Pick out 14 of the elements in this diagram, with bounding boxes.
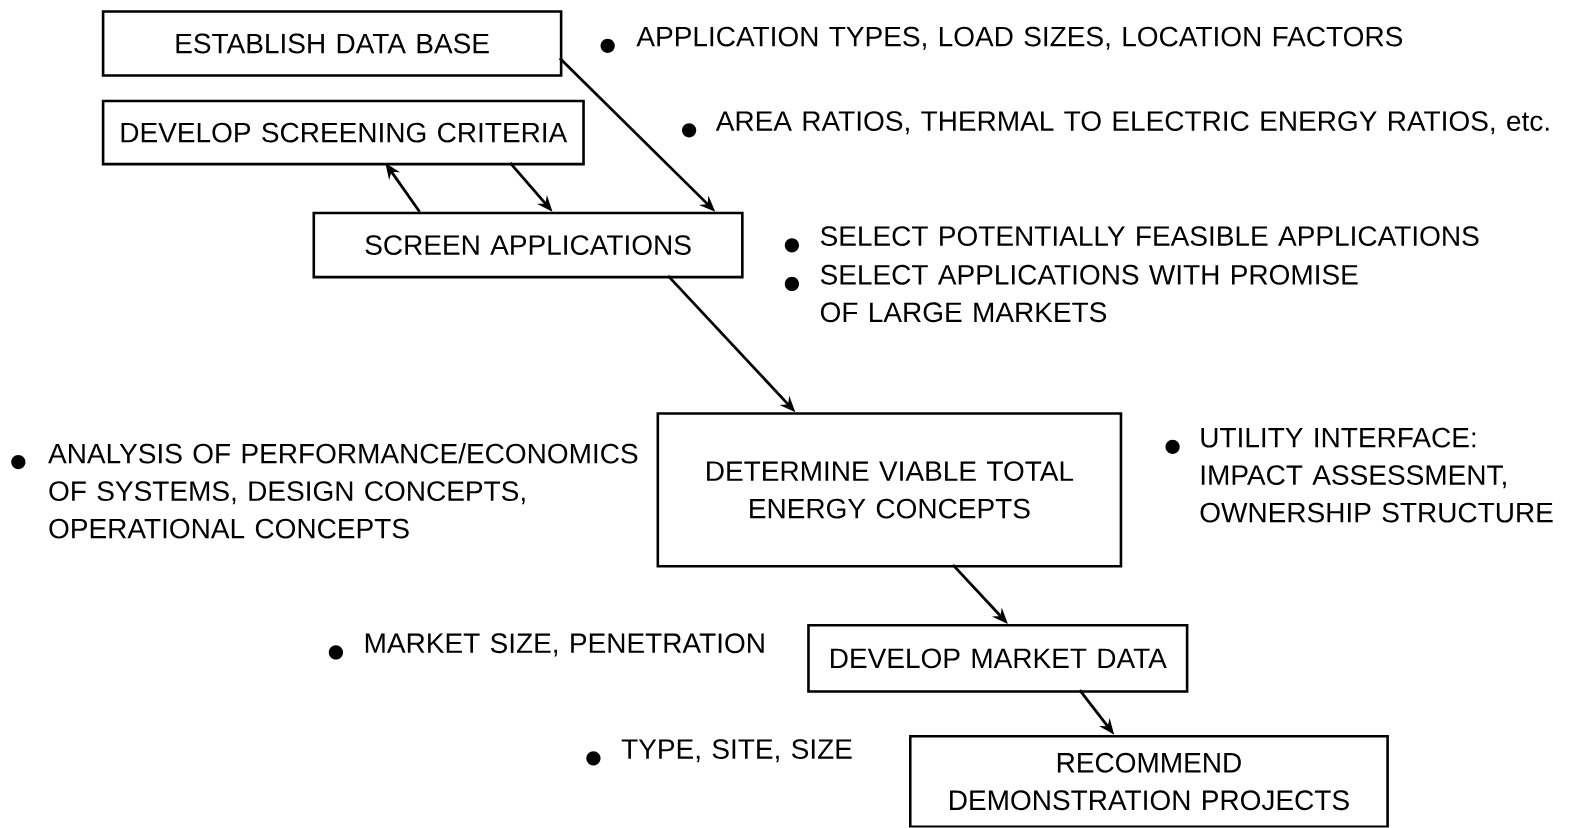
process-box: DEVELOP SCREENING CRITERIA xyxy=(101,100,585,166)
note-text: TYPE, SITE, SIZE xyxy=(621,739,852,763)
process-box: RECOMMEND DEMONSTRATION PROJECTS xyxy=(908,735,1389,828)
note-text: ANALYSIS OF PERFORMANCE/ECONOMICS OF SYSTEMS, DESIGN CONCEPTS, OPERATIONAL CONCEPTS xyxy=(48,443,638,539)
note-text: APPLICATION TYPES, LOAD SIZES, LOCATION FACTORS xyxy=(636,26,1403,51)
note-text: MARKET SIZE, PENETRATION xyxy=(365,633,764,657)
note-text: SELECT APPLICATIONS WITH PROMISE OF LARGE MARKETS xyxy=(820,265,1358,323)
note-text: SELECT POTENTIALLY FEASIBLE APPLICATIONS xyxy=(820,226,1479,247)
process-box: DEVELOP MARKET DATA xyxy=(807,624,1189,693)
process-box: ESTABLISH DATA BASE xyxy=(101,10,563,78)
process-box: DETERMINE VIABLE TOTAL ENERGY CONCEPTS xyxy=(656,412,1123,568)
note-text: AREA RATIOS, THERMAL TO ELECTRIC ENERGY RATIOS, etc. xyxy=(715,111,1549,135)
process-box: SCREEN APPLICATIONS xyxy=(312,211,744,279)
note-text: UTILITY INTERFACE: IMPACT ASSESSMENT, OWNERSHIP STRUCTURE xyxy=(1200,427,1553,523)
